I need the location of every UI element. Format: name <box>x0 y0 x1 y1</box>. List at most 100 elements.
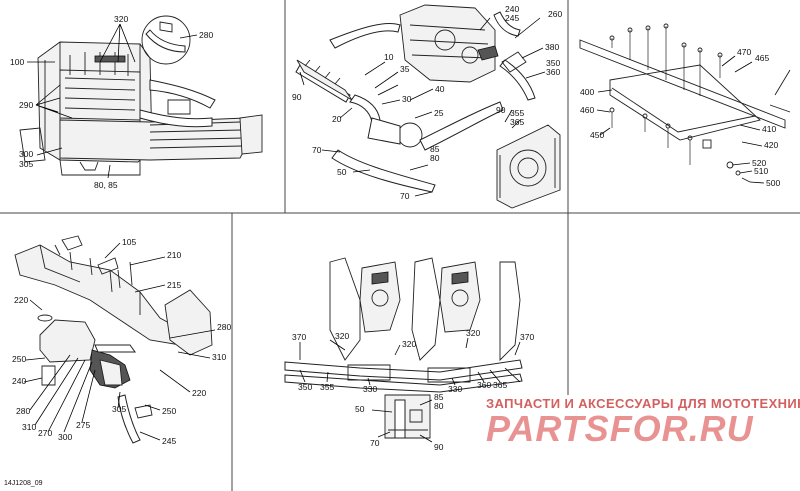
callout-305: 305 <box>19 159 33 169</box>
callout-320: 320 <box>335 331 349 341</box>
callout-50: 50 <box>337 167 347 177</box>
callout-35: 35 <box>400 64 410 74</box>
callout-90: 90 <box>496 105 506 115</box>
callout-250: 250 <box>162 406 176 416</box>
callout-330: 330 <box>363 384 377 394</box>
callout-520: 520 <box>752 158 766 168</box>
callout-240: 240 <box>505 4 519 14</box>
callout-320: 320 <box>466 328 480 338</box>
callout-460: 460 <box>580 105 594 115</box>
leader-lines <box>299 17 546 197</box>
diagram-code: 14J1208_09 <box>4 480 43 487</box>
callout-310: 310 <box>22 422 36 432</box>
panel-hoses-radiator: 240 245 260 380 10 35 90 40 30 25 20 350… <box>292 4 562 209</box>
callout-50: 50 <box>355 404 365 414</box>
callout-350: 350 <box>298 382 312 392</box>
callouts: 240 245 260 380 10 35 90 40 30 25 20 350… <box>292 4 562 201</box>
callout-360: 360 <box>546 67 560 77</box>
callout-80: 80 <box>430 153 440 163</box>
leader-lines <box>596 55 765 184</box>
callout-260: 260 <box>548 9 562 19</box>
chassis-illustration <box>284 257 523 439</box>
callout-410: 410 <box>762 124 776 134</box>
callout-320: 320 <box>402 339 416 349</box>
callout-80-85: 80, 85 <box>94 180 118 190</box>
callout-370: 370 <box>520 332 534 342</box>
panel-chassis-hoses: 370 320 320 370 350 355 330 320 330 360 … <box>284 257 534 452</box>
callout-355: 355 <box>320 382 334 392</box>
callout-280: 280 <box>199 30 213 40</box>
callout-275: 275 <box>76 420 90 430</box>
callout-305: 305 <box>112 404 126 414</box>
panel-expansion-tank: 105 210 215 220 280 310 250 240 220 280 … <box>12 235 231 446</box>
callout-250: 250 <box>12 354 26 364</box>
callout-240: 240 <box>12 376 26 386</box>
inset-detail-circle <box>141 15 191 65</box>
callout-310: 310 <box>212 352 226 362</box>
leader-lines <box>23 242 216 441</box>
engine-block-illustration <box>399 4 499 83</box>
callout-380: 380 <box>545 42 559 52</box>
callout-70: 70 <box>312 145 322 155</box>
callout-220: 220 <box>192 388 206 398</box>
callout-270: 270 <box>38 428 52 438</box>
callout-90: 90 <box>434 442 444 452</box>
callout-355: 355 <box>510 108 524 118</box>
callout-465: 465 <box>755 53 769 63</box>
callout-350: 350 <box>546 58 560 68</box>
fasteners <box>609 23 751 183</box>
callout-510: 510 <box>754 166 768 176</box>
callout-400: 400 <box>580 87 594 97</box>
callout-70: 70 <box>400 191 410 201</box>
callout-450: 450 <box>590 130 604 140</box>
callout-80: 80 <box>434 401 444 411</box>
callout-220: 220 <box>14 295 28 305</box>
callout-370: 370 <box>292 332 306 342</box>
callout-215: 215 <box>167 280 181 290</box>
callout-30: 30 <box>402 94 412 104</box>
callout-320: 320 <box>114 14 128 24</box>
callout-330: 330 <box>448 384 462 394</box>
panel-engine-assembly: 320 280 100 290 300 305 80, 85 <box>10 14 263 190</box>
frame-rail-illustration <box>14 235 213 356</box>
callout-105: 105 <box>122 237 136 247</box>
callout-25: 25 <box>434 108 444 118</box>
watermark-tagline: ЗАПЧАСТИ И АКСЕССУАРЫ ДЛЯ МОТОТЕХНИКИ <box>486 396 800 411</box>
callout-470: 470 <box>737 47 751 57</box>
callout-85: 85 <box>434 392 444 402</box>
callout-500: 500 <box>766 178 780 188</box>
callouts: 105 210 215 220 280 310 250 240 220 280 … <box>12 237 231 446</box>
callouts: 320 280 100 290 300 305 80, 85 <box>10 14 213 190</box>
radiator-illustration <box>496 124 561 209</box>
plate-illustration <box>579 23 791 183</box>
callout-20: 20 <box>332 114 342 124</box>
callouts: 470 465 400 460 450 410 420 520 510 500 <box>580 47 780 188</box>
callout-70: 70 <box>370 438 380 448</box>
callout-300: 300 <box>19 149 33 159</box>
callout-280: 280 <box>16 406 30 416</box>
tank-illustration <box>37 314 153 444</box>
callout-280: 280 <box>217 322 231 332</box>
leader-lines <box>27 23 198 179</box>
callout-290: 290 <box>19 100 33 110</box>
leader-lines <box>299 337 521 443</box>
callout-90: 90 <box>292 92 302 102</box>
callout-210: 210 <box>167 250 181 260</box>
callout-245: 245 <box>505 13 519 23</box>
callout-365: 365 <box>493 380 507 390</box>
hoses-illustration <box>295 11 536 193</box>
callout-10: 10 <box>384 52 394 62</box>
engine-illustration <box>19 41 263 176</box>
callout-245: 245 <box>162 436 176 446</box>
callout-360: 360 <box>477 380 491 390</box>
callout-100: 100 <box>10 57 24 67</box>
callout-365: 365 <box>510 117 524 127</box>
panel-mounting-plate: 470 465 400 460 450 410 420 520 510 500 <box>579 23 791 188</box>
callouts: 370 320 320 370 350 355 330 320 330 360 … <box>292 328 534 452</box>
callout-300: 300 <box>58 432 72 442</box>
callout-40: 40 <box>435 84 445 94</box>
callout-420: 420 <box>764 140 778 150</box>
watermark-logo: PARTSFOR.RU <box>486 408 754 449</box>
callout-85: 85 <box>430 144 440 154</box>
